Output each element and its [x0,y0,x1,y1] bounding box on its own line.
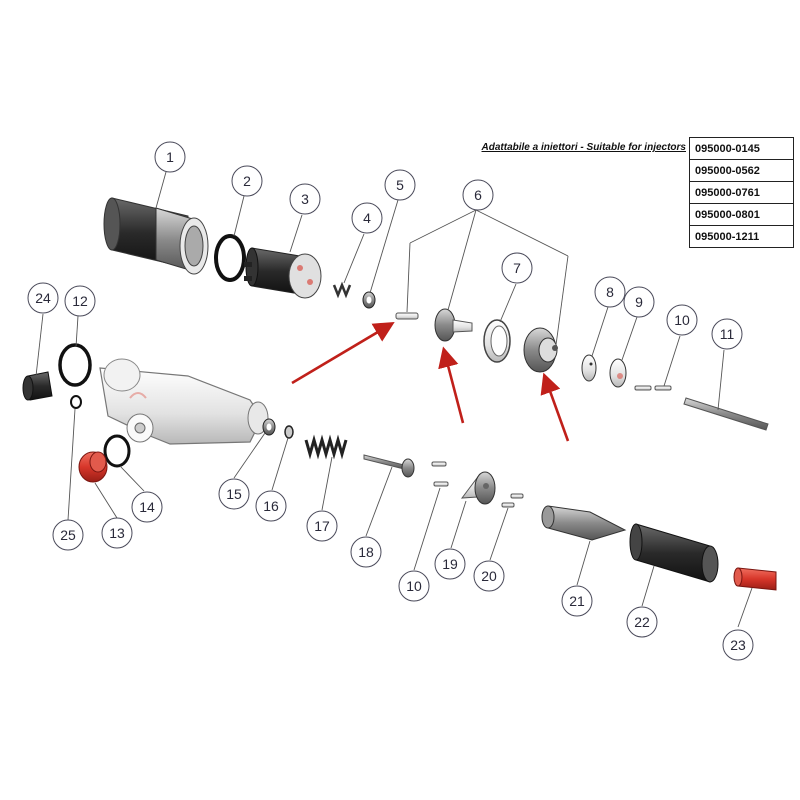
svg-text:8: 8 [606,284,614,300]
callout-2: 2 [231,165,263,197]
callout-8: 8 [594,276,626,308]
injector-code-cell: 095000-0801 [689,203,794,226]
part-2-o-ring [214,234,246,282]
part-16-ring [284,425,294,439]
callout-5: 5 [384,169,416,201]
svg-text:22: 22 [634,614,650,630]
callout-12: 12 [64,285,96,317]
part-24-cap [22,371,53,401]
part-9-disc [609,358,627,388]
part-7-ring [483,319,511,363]
part-5-nut [362,291,376,309]
svg-text:17: 17 [314,518,330,534]
part-20-pins [501,493,524,508]
callout-1: 1 [154,141,186,173]
injector-body [99,358,269,445]
svg-text:14: 14 [139,499,155,515]
part-17-spring [304,434,348,460]
callout-9: 9 [623,286,655,318]
part-11-needle [683,397,769,431]
svg-text:12: 12 [72,293,88,309]
svg-text:15: 15 [226,486,242,502]
callout-21: 21 [561,585,593,617]
svg-text:18: 18 [358,544,374,560]
svg-text:7: 7 [513,260,521,276]
callout-13: 13 [101,517,133,549]
callout-11: 11 [711,318,743,350]
injector-code-cell: 095000-0562 [689,159,794,182]
highlight-arrows [291,322,570,442]
svg-text:4: 4 [363,210,371,226]
arrow-to-valve-seat [540,372,570,442]
callout-19: 19 [434,548,466,580]
svg-text:3: 3 [301,191,309,207]
callout-23: 23 [722,629,754,661]
part-14-o-ring [103,434,131,468]
svg-text:10: 10 [674,312,690,328]
callout-14: 14 [131,491,163,523]
part-8-plate [581,354,597,382]
part-25-washer [70,395,82,409]
suitable-injectors-caption: Adattabile a iniettori - Suitable for in… [481,142,686,153]
arrow-to-valve [438,346,465,424]
svg-text:1: 1 [166,149,174,165]
svg-text:9: 9 [635,294,643,310]
svg-text:13: 13 [109,525,125,541]
callout-10-lower: 10 [398,570,430,602]
callout-22: 22 [626,606,658,638]
part-19-cone [460,471,496,505]
part-15-nut [262,418,276,436]
svg-text:11: 11 [720,326,735,342]
part-3-solenoid [244,247,322,299]
svg-text:19: 19 [442,556,458,572]
callout-7: 7 [501,252,533,284]
callout-4: 4 [351,202,383,234]
callout-6: 6 [462,179,494,211]
svg-text:21: 21 [569,593,585,609]
part-22-nozzle-nut [629,523,719,583]
part-23-red-cap [733,567,777,591]
callout-16: 16 [255,490,287,522]
callout-18: 18 [350,536,382,568]
part-4-spring [332,281,352,299]
part-13-red-cap [78,451,108,483]
svg-text:6: 6 [474,187,482,203]
svg-text:24: 24 [35,290,51,306]
table-row: 095000-0145 [689,137,794,160]
part-6-valve-set [395,308,558,373]
table-row: 095000-0761 [689,181,794,204]
svg-text:5: 5 [396,177,404,193]
callout-17: 17 [306,510,338,542]
injector-code-cell: 095000-0761 [689,181,794,204]
leader-lines [35,171,753,628]
svg-text:23: 23 [730,637,746,653]
callout-10-upper: 10 [666,304,698,336]
table-row: 095000-0801 [689,203,794,226]
svg-text:10: 10 [406,578,422,594]
part-18-push-rod [363,454,415,478]
part-10-pins-lower [431,461,449,487]
callout-3: 3 [289,183,321,215]
callout-20: 20 [473,560,505,592]
part-12-o-ring [58,343,92,387]
svg-text:25: 25 [60,527,76,543]
part-1-sleeve [103,197,209,275]
part-10-pins-upper [634,385,672,391]
arrow-to-pin [291,322,395,385]
svg-text:16: 16 [263,498,279,514]
svg-text:2: 2 [243,173,251,189]
svg-text:20: 20 [481,568,497,584]
part-21-nozzle [541,505,627,541]
table-row: 095000-0562 [689,159,794,182]
callout-15: 15 [218,478,250,510]
injector-code-cell: 095000-1211 [689,225,794,248]
injector-code-cell: 095000-0145 [689,137,794,160]
callout-24: 24 [27,282,59,314]
callout-25: 25 [52,519,84,551]
table-row: 095000-1211 [689,225,794,248]
injector-codes-table: 095000-0145 095000-0562 095000-0761 0950… [689,137,794,248]
